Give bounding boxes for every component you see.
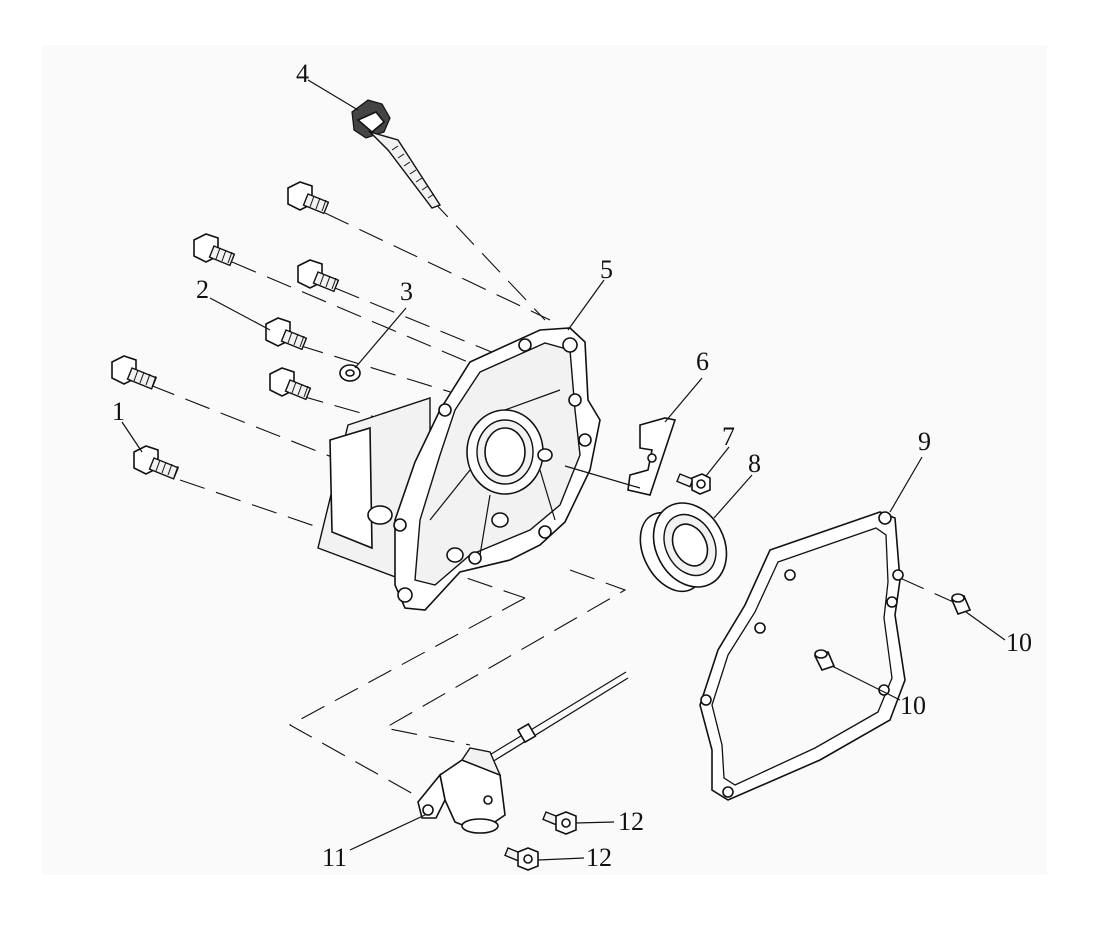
washer-part-3 [339,364,361,382]
bracket-part-6 [627,417,677,496]
oil-sensor-part-11 [417,671,629,834]
bolt-part-12 [542,811,577,835]
callout-10-lower: 10 [900,691,926,720]
gasket-part-9 [699,511,906,801]
bolt [287,181,330,215]
dipstick-part-4 [351,99,442,209]
leader-lines [121,79,1006,861]
callout-3: 3 [400,277,413,306]
bolt-group [111,181,340,480]
callout-10-upper: 10 [1006,628,1032,657]
callout-8: 8 [748,449,761,478]
bolt-part-1 [111,355,158,390]
bolt-part-7 [676,473,711,495]
bolt [269,367,312,401]
callout-6: 6 [696,347,709,376]
dowel-pin-part-10 [950,593,972,615]
bolt-part-12 [504,847,539,871]
callout-12-upper: 12 [618,807,644,836]
callout-1: 1 [112,397,125,426]
callout-labels: 4 5 2 3 6 1 7 9 8 10 10 12 11 12 [112,59,1032,872]
callout-4: 4 [296,59,309,88]
bolt [193,233,236,267]
bolt-part-2 [265,317,308,351]
callout-9: 9 [918,427,931,456]
callout-2: 2 [196,275,209,304]
callout-11: 11 [322,843,347,872]
crankcase-cover-part-5 [317,327,601,611]
callout-7: 7 [722,422,735,451]
dowel-pin-part-10 [813,649,836,671]
bolt [297,259,340,293]
callout-12-lower: 12 [586,843,612,872]
callout-5: 5 [600,255,613,284]
bolt-part-1 [133,445,180,480]
ball-bearing-part-8 [639,502,728,593]
